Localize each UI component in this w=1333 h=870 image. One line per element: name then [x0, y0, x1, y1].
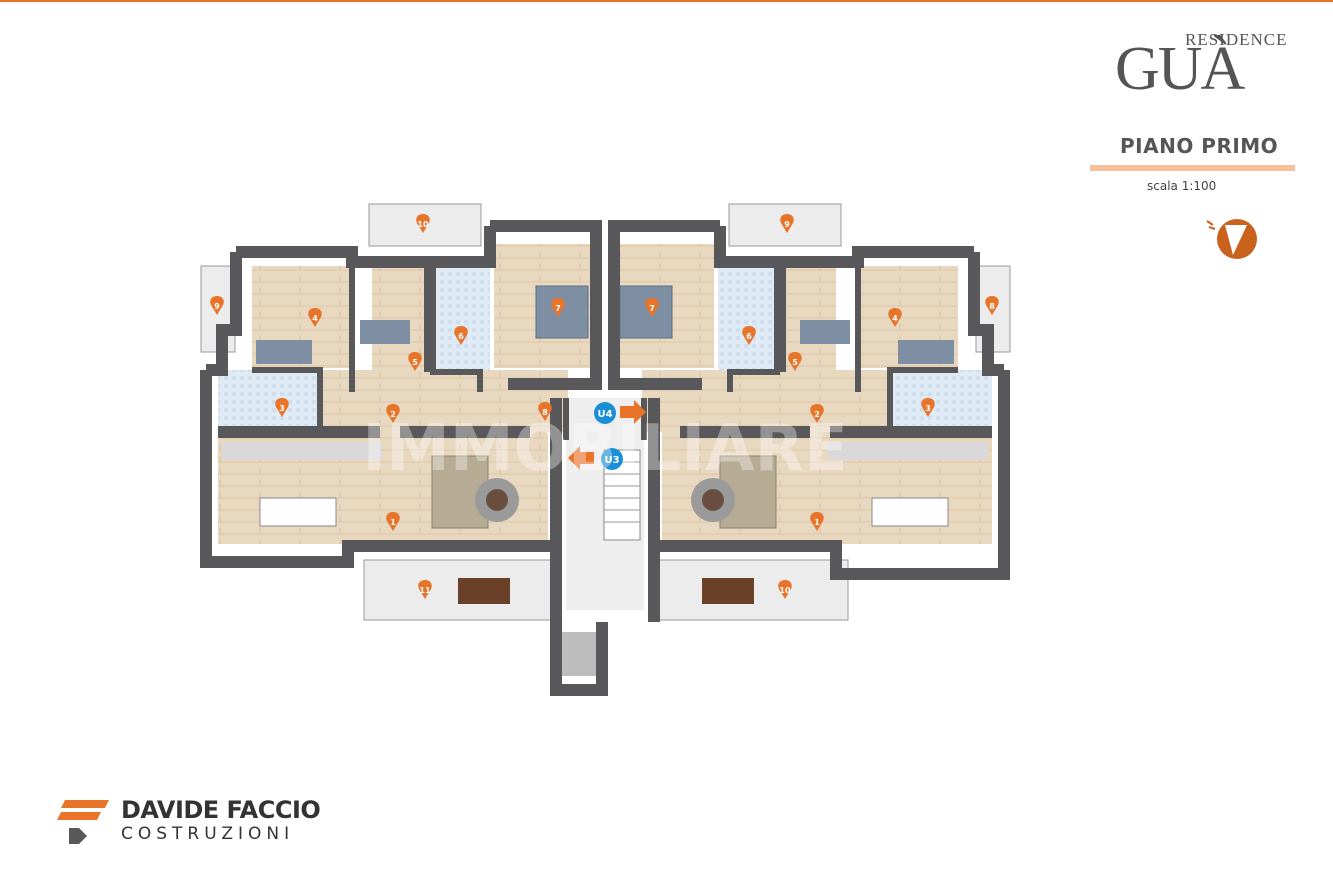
room-number: 6 [746, 332, 752, 341]
company-name: DAVIDE FACCIO [121, 796, 321, 824]
top-accent-line [0, 0, 1333, 2]
room-number: 4 [892, 314, 898, 323]
room-number: 2 [814, 410, 820, 419]
room-number: 6 [458, 332, 464, 341]
brand-block: RESIDENCE GUÀ PIANO PRIMO scala 1:100 [1090, 22, 1295, 222]
watermark: IMMOBILIARE [362, 412, 847, 486]
room-number: 8 [989, 302, 995, 311]
inner-walls [252, 262, 958, 440]
room-number: 5 [792, 358, 798, 367]
floor-title: PIANO PRIMO [1120, 134, 1279, 158]
room-number: 1 [814, 518, 820, 527]
room-number: 10 [779, 586, 791, 595]
unit-markers [568, 400, 646, 470]
floor-title-bar [1090, 165, 1295, 171]
brand-residence: RESIDENCE [1185, 30, 1288, 49]
room-number: 7 [555, 304, 561, 313]
arrow-left-icon [568, 446, 594, 470]
room-number: 3 [279, 404, 285, 413]
room-number: 11 [419, 586, 431, 595]
living-furniture [222, 442, 988, 604]
room-number: 10 [417, 220, 429, 229]
compass-icon [1206, 219, 1257, 259]
brand-name: GUÀ [1115, 35, 1245, 103]
company-logo-icon [57, 800, 109, 844]
room-number: 5 [412, 358, 418, 367]
company-logo: DAVIDE FACCIO COSTRUZIONI [55, 796, 335, 856]
room-number: 7 [649, 304, 655, 313]
room-number: 9 [214, 302, 220, 311]
scale-label: scala 1:100 [1147, 179, 1217, 193]
room-number: 1 [390, 518, 396, 527]
company-division: COSTRUZIONI [121, 824, 295, 844]
room-number: 2 [390, 410, 396, 419]
beds [256, 285, 954, 364]
walls [200, 220, 1010, 696]
room-number: 8 [542, 408, 548, 417]
room-number: 9 [784, 220, 790, 229]
room-number: 4 [312, 314, 318, 323]
unit-label-u3: U3 [604, 455, 619, 466]
room-number: 3 [925, 404, 931, 413]
arrow-right-icon [620, 400, 646, 424]
unit-label-u4: U4 [597, 409, 612, 420]
